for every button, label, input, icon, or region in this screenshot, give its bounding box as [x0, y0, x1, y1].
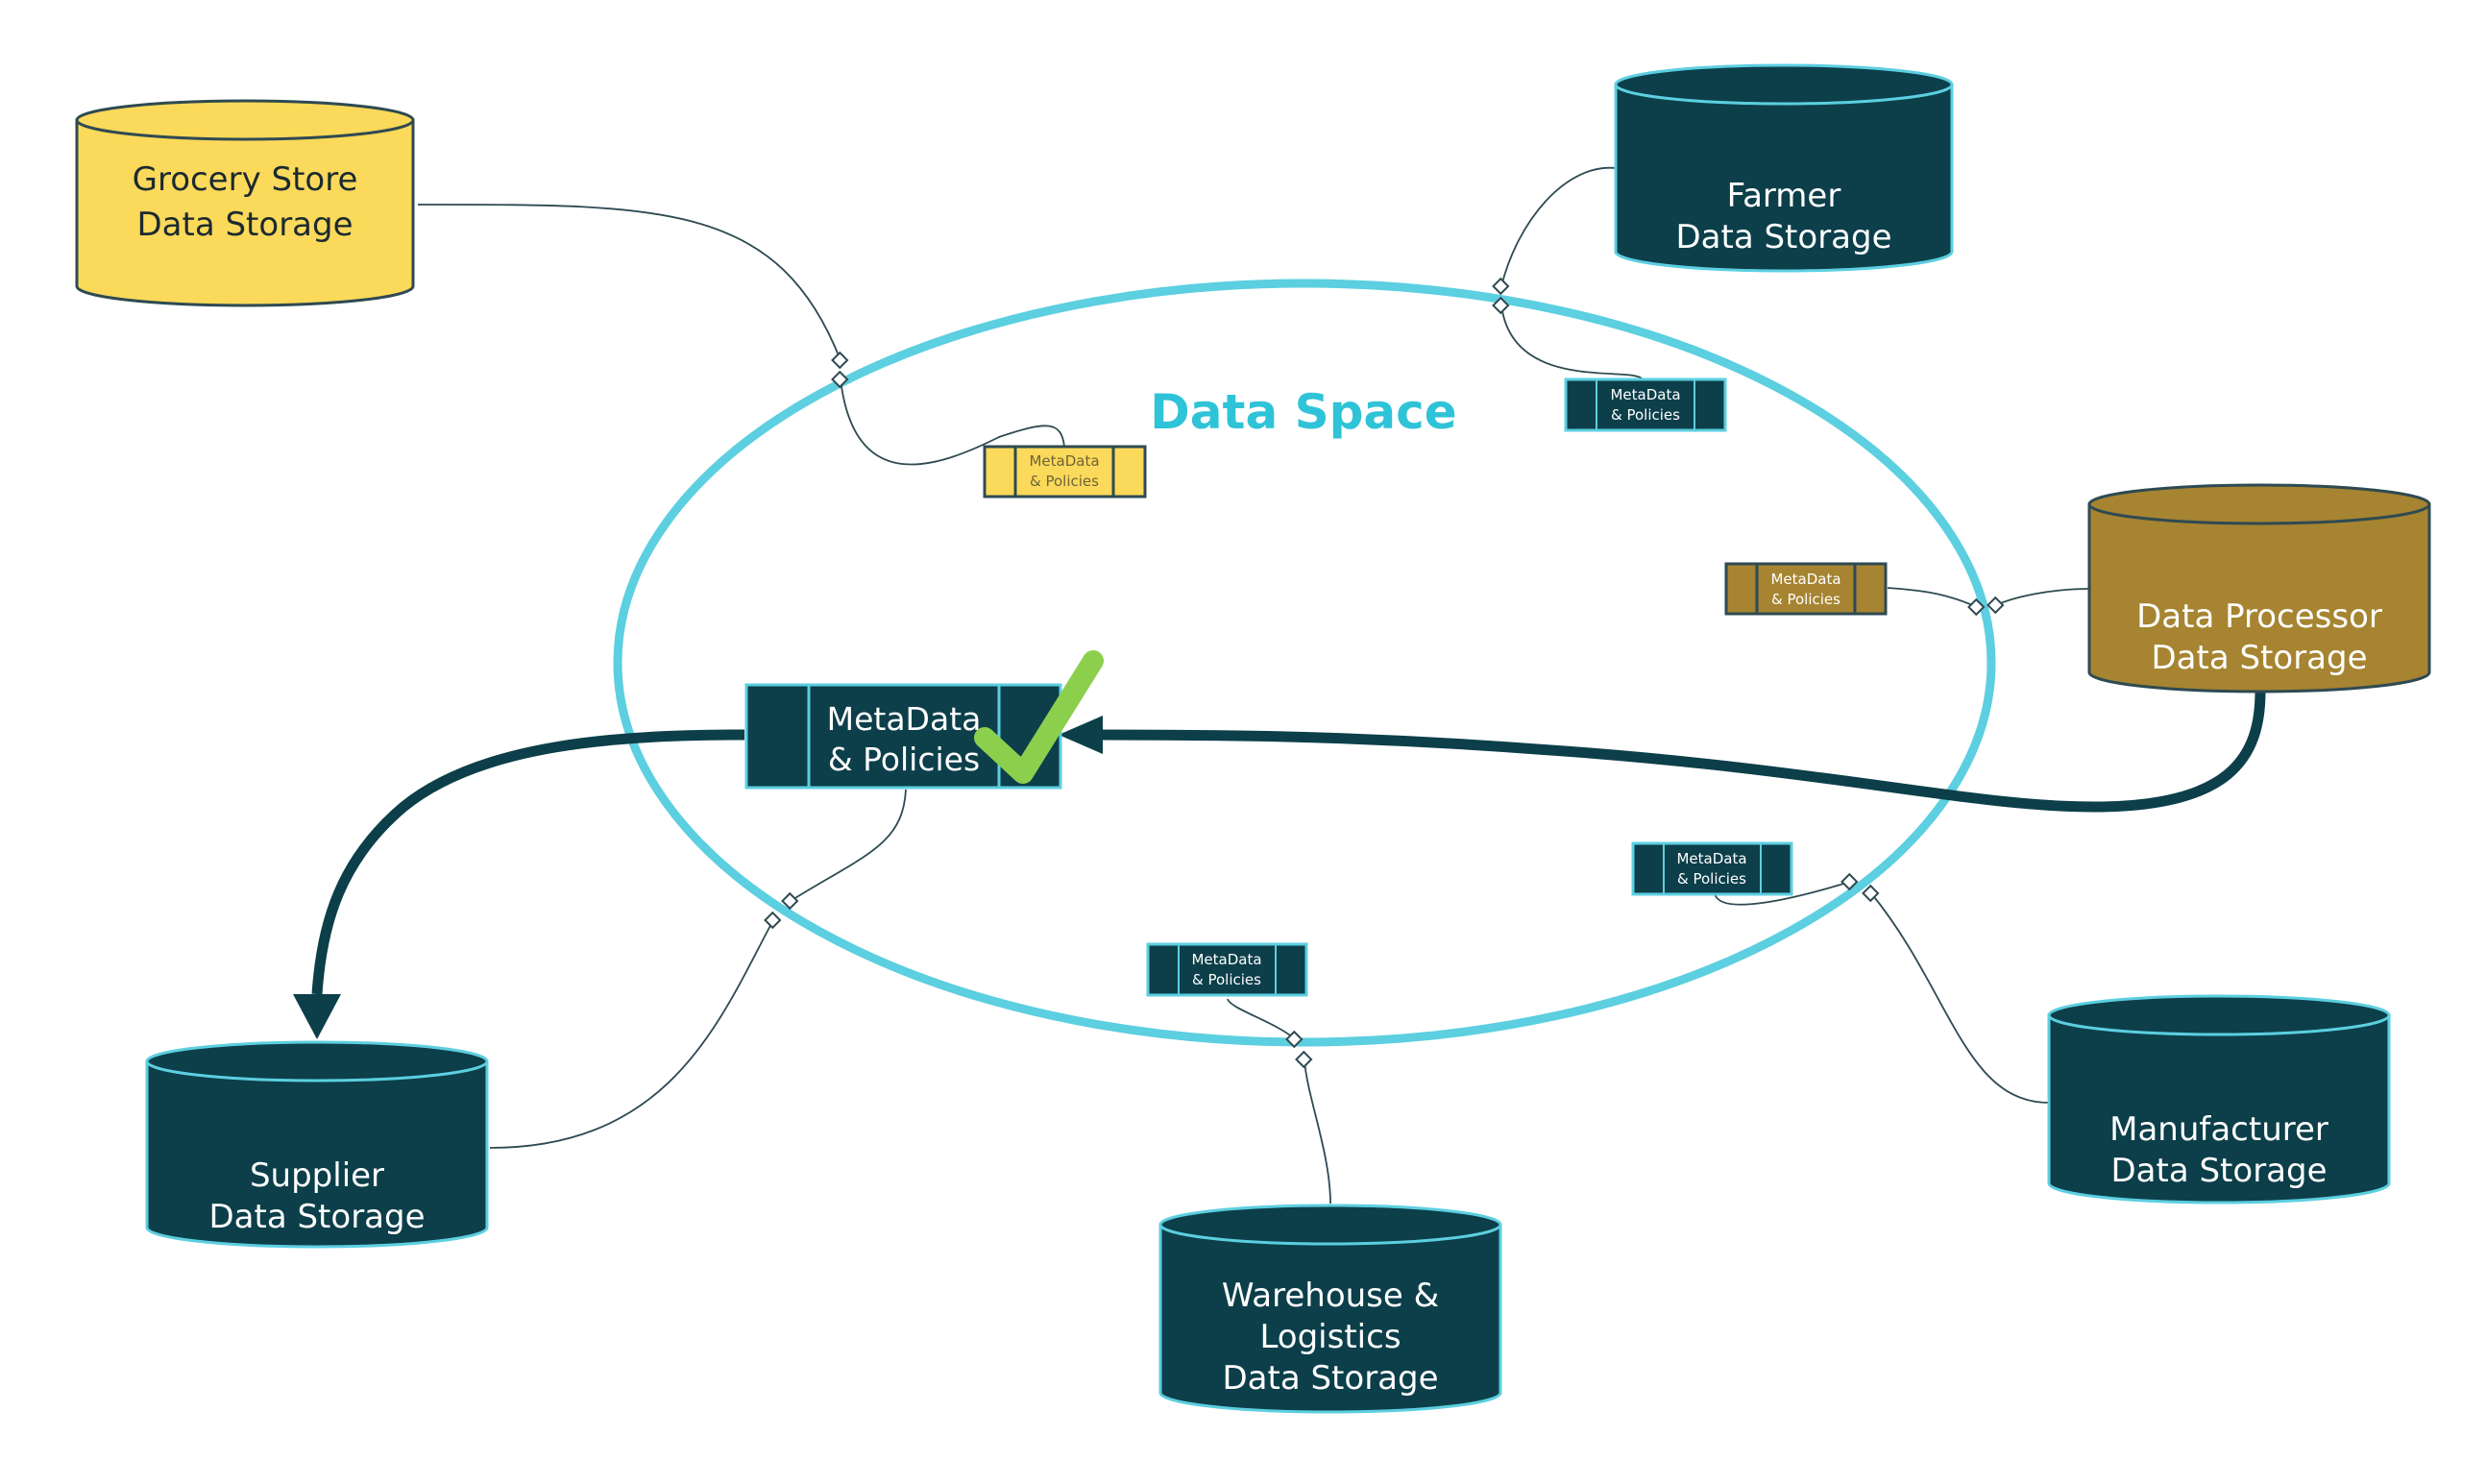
metadata-box-warehouse: MetaData & Policies [1146, 942, 1308, 997]
metadata-box-processor: MetaData & Policies [1724, 562, 1888, 616]
connector-grocery-meta [840, 378, 1065, 466]
arrowhead-icon [293, 994, 341, 1039]
connector-warehouse-meta [1227, 998, 1296, 1040]
metadata-label: & Policies [1677, 870, 1746, 888]
warehouse-storage: Warehouse & Logistics Data Storage [1158, 1204, 1502, 1414]
diagram-title: Data Space [1150, 384, 1456, 440]
storage-label: Data Storage [2110, 1152, 2327, 1190]
metadata-label: & Policies [828, 741, 980, 778]
metadata-label: MetaData [1610, 386, 1680, 403]
connector-manufacturer [1870, 892, 2050, 1104]
connector-warehouse [1304, 1058, 1331, 1204]
storage-label: Manufacturer [2109, 1110, 2328, 1149]
connector-manufacturer-meta [1714, 881, 1851, 906]
metadata-box-central: MetaData & Policies [744, 683, 1062, 790]
port [1285, 1030, 1304, 1049]
port [831, 351, 849, 370]
supplier-storage: Supplier Data Storage [145, 1040, 489, 1249]
port [1492, 277, 1510, 296]
storage-label: Data Storage [208, 1198, 425, 1236]
connector-processor-meta [1887, 587, 1978, 608]
data-space-ellipse [613, 279, 1996, 1047]
farmer-storage: Farmer Data Storage [1614, 63, 1954, 273]
flow-arrows [293, 691, 2266, 1039]
connector-supplier-meta [790, 789, 907, 902]
metadata-label: & Policies [1611, 406, 1680, 424]
storage-label: Supplier [250, 1156, 384, 1195]
storage-label: Data Storage [2151, 639, 2367, 677]
storage-label: Farmer [1727, 177, 1841, 215]
connector-processor [1995, 588, 2090, 606]
flow-arrow-processor-to-central [1085, 691, 2266, 813]
connector-farmer [1500, 166, 1617, 287]
port [764, 911, 782, 930]
port [1862, 884, 1880, 903]
storage-label: Data Storage [1222, 1359, 1438, 1398]
port [1492, 296, 1510, 315]
connector-grocery [417, 204, 841, 361]
port [1840, 872, 1859, 891]
port [781, 891, 799, 911]
storage-label: Data Processor [2136, 597, 2382, 636]
checkmark-icon [974, 650, 1104, 784]
port [1295, 1050, 1313, 1069]
metadata-box-farmer: MetaData & Policies [1564, 377, 1727, 432]
metadata-label: MetaData [1029, 452, 1099, 470]
connector-ports [764, 277, 2005, 1069]
metadata-label: MetaData [827, 700, 982, 738]
processor-storage: Data Processor Data Storage [2087, 483, 2431, 693]
port [831, 370, 849, 389]
metadata-label: MetaData [1676, 850, 1746, 867]
connector-farmer-meta [1500, 304, 1644, 380]
flow-arrow-central-to-supplier [311, 729, 745, 995]
metadata-label: & Policies [1192, 971, 1261, 988]
port [1967, 597, 1986, 617]
metadata-label: & Policies [1771, 591, 1840, 608]
arrowhead-icon [1059, 716, 1103, 754]
storage-label: Grocery Store [133, 160, 358, 199]
storage-label: Data Storage [1675, 218, 1891, 256]
metadata-label: MetaData [1191, 951, 1261, 968]
storage-label: Logistics [1259, 1318, 1401, 1356]
connector-lines [417, 166, 2090, 1204]
manufacturer-storage: Manufacturer Data Storage [2047, 994, 2391, 1204]
grocery-storage: Grocery Store Data Storage [75, 99, 415, 307]
metadata-box-grocery: MetaData & Policies [983, 445, 1147, 499]
storage-label: Data Storage [136, 206, 353, 244]
connector-supplier [489, 919, 774, 1149]
storage-label: Warehouse & [1222, 1277, 1439, 1315]
metadata-box-manufacturer: MetaData & Policies [1631, 841, 1793, 896]
metadata-label: & Policies [1030, 473, 1099, 490]
metadata-label: MetaData [1770, 571, 1840, 588]
port [1986, 596, 2005, 615]
